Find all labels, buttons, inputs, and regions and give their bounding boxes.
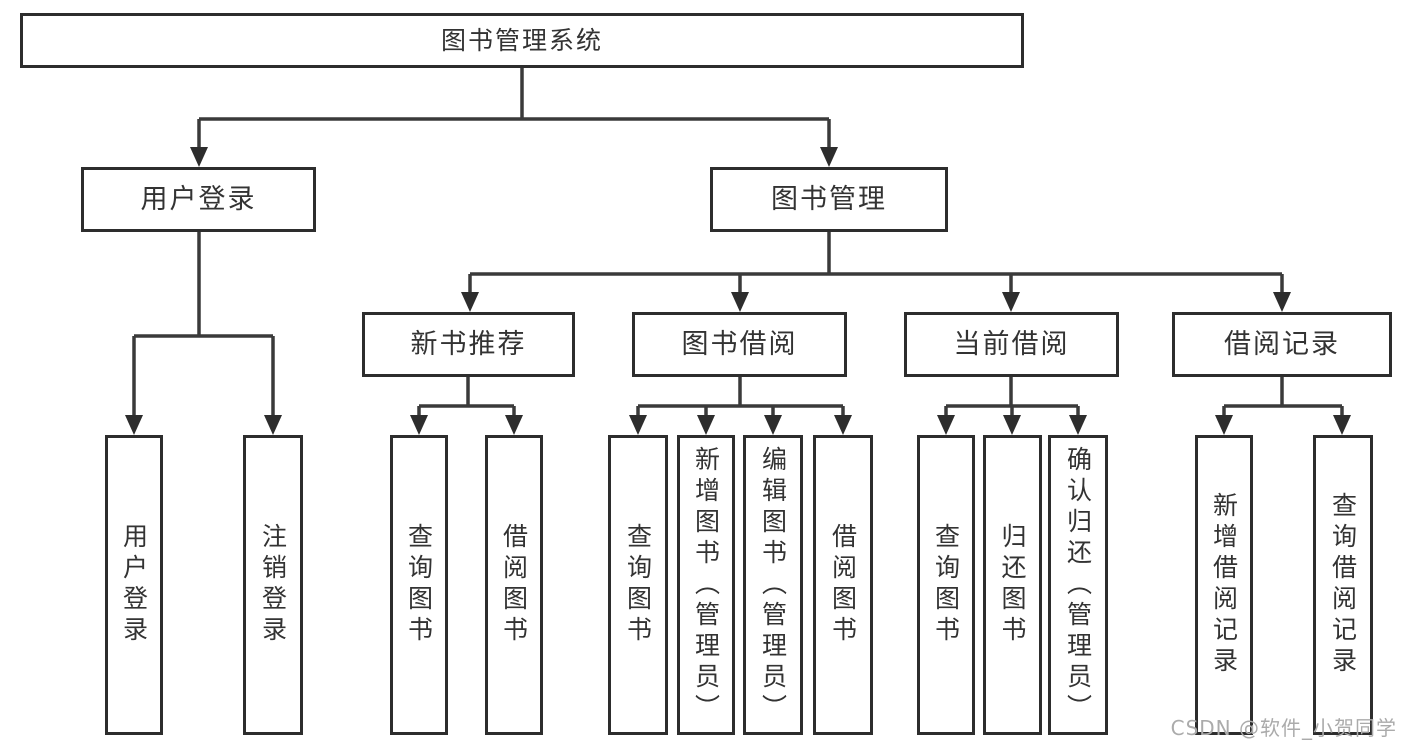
- leaf-logout: 注销登录: [243, 435, 303, 735]
- node-book-borrow-label: 图书借阅: [681, 329, 798, 360]
- leaf-label: 查询图书: [931, 523, 961, 647]
- leaf-confirm-return-admin: 确认归还（管理员）: [1048, 435, 1108, 735]
- node-new-book-recommend: 新书推荐: [362, 312, 575, 377]
- node-new-book-recommend-label: 新书推荐: [410, 329, 527, 360]
- node-book-management-label: 图书管理: [771, 184, 887, 215]
- leaf-query-book-recommend: 查询图书: [390, 435, 448, 735]
- leaf-user-login: 用户登录: [105, 435, 163, 735]
- node-book-management: 图书管理: [710, 167, 948, 232]
- leaf-label: 查询图书: [623, 523, 653, 647]
- node-current-borrow: 当前借阅: [904, 312, 1119, 377]
- leaf-query-borrow-record: 查询借阅记录: [1313, 435, 1373, 735]
- node-book-borrow: 图书借阅: [632, 312, 847, 377]
- leaf-label: 查询图书: [404, 523, 434, 647]
- leaf-query-book-borrow: 查询图书: [608, 435, 668, 735]
- node-current-borrow-label: 当前借阅: [953, 329, 1070, 360]
- leaf-label: 借阅图书: [828, 523, 858, 647]
- leaf-add-borrow-record: 新增借阅记录: [1195, 435, 1253, 735]
- leaf-edit-book-admin: 编辑图书（管理员）: [743, 435, 803, 735]
- leaf-borrow-book: 借阅图书: [813, 435, 873, 735]
- node-user-login-label: 用户登录: [140, 184, 257, 215]
- node-root: 图书管理系统: [20, 13, 1024, 68]
- leaf-query-book-current: 查询图书: [917, 435, 975, 735]
- leaf-label: 确认归还（管理员）: [1063, 445, 1093, 725]
- node-user-login: 用户登录: [81, 167, 316, 232]
- leaf-label: 用户登录: [119, 523, 149, 647]
- leaf-label: 新增图书（管理员）: [691, 445, 721, 725]
- leaf-add-book-admin: 新增图书（管理员）: [677, 435, 735, 735]
- node-borrow-record-label: 借阅记录: [1224, 329, 1340, 360]
- leaf-label: 编辑图书（管理员）: [758, 445, 788, 725]
- leaf-label: 注销登录: [258, 523, 288, 647]
- leaf-label: 新增借阅记录: [1209, 492, 1239, 678]
- leaf-label: 借阅图书: [499, 523, 529, 647]
- leaf-return-book: 归还图书: [983, 435, 1042, 735]
- leaf-label: 查询借阅记录: [1328, 492, 1358, 678]
- leaf-label: 归还图书: [998, 523, 1027, 647]
- csdn-watermark: CSDN @软件_小贺同学: [1170, 716, 1397, 740]
- node-root-label: 图书管理系统: [440, 26, 603, 55]
- leaf-borrow-book-recommend: 借阅图书: [485, 435, 543, 735]
- node-borrow-record: 借阅记录: [1172, 312, 1392, 377]
